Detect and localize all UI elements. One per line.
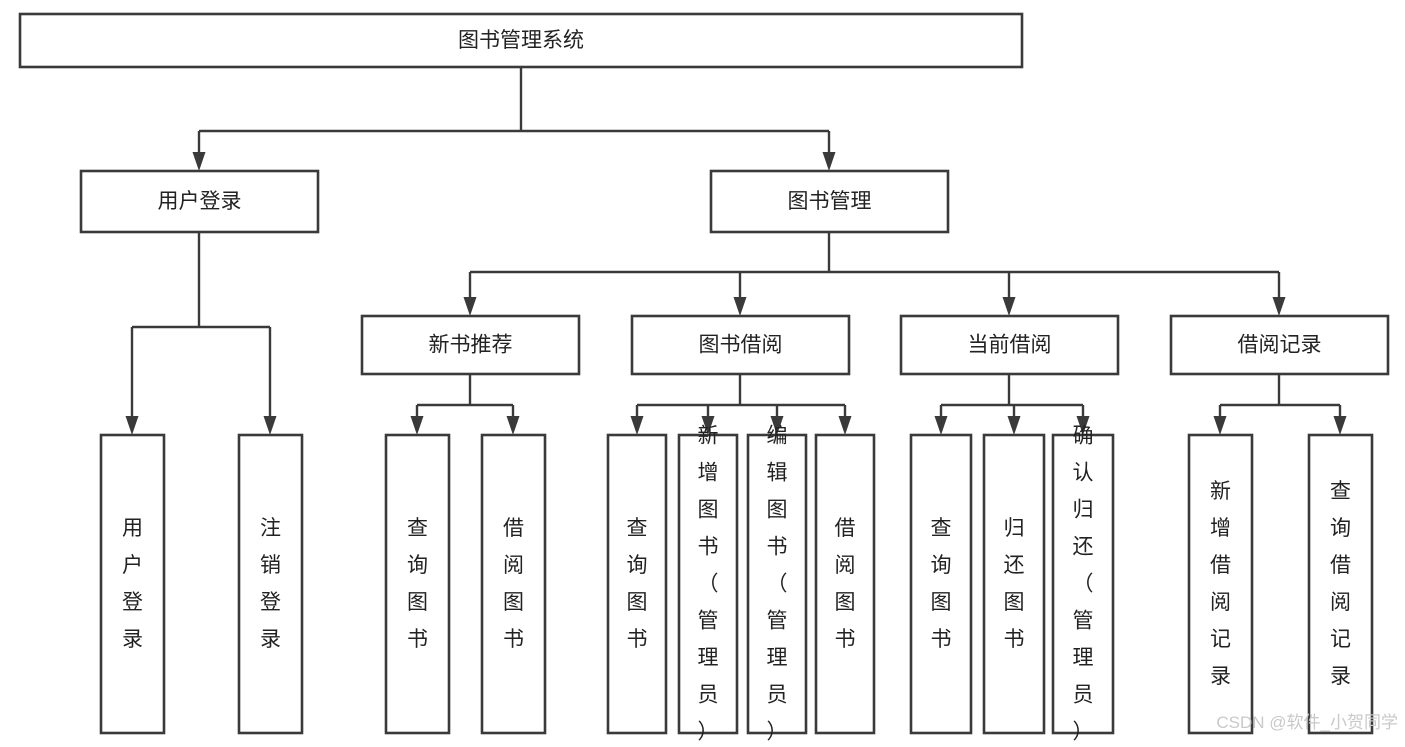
arrow-head-icon: [701, 416, 715, 435]
node-bookmgmt[interactable]: 图书管理: [709, 169, 950, 234]
node-current[interactable]: 当前借阅: [899, 314, 1120, 376]
arrow-head-icon: [410, 416, 424, 435]
node-box[interactable]: [79, 169, 320, 234]
node-newbook[interactable]: 新书推荐: [360, 314, 581, 376]
node-label: 借阅图书: [835, 517, 856, 651]
node-box[interactable]: [606, 433, 668, 735]
node-borrow[interactable]: 图书借阅: [630, 314, 851, 376]
node-box[interactable]: [1187, 433, 1254, 735]
node-label: 注销登录: [260, 517, 281, 651]
node-label: 图书管理: [788, 190, 872, 213]
node-label: 查询图书: [931, 517, 952, 651]
connector-group-trunk-current: [934, 374, 1090, 435]
node-leaf-return-book[interactable]: 归还图书: [982, 433, 1046, 735]
arrow-head-icon: [838, 416, 852, 435]
node-box[interactable]: [480, 433, 547, 735]
node-leaf-query-book-new[interactable]: 查询图书: [384, 433, 451, 735]
arrow-head-icon: [770, 416, 784, 435]
node-leaf-edit-book[interactable]: 编辑图书（管理员）: [746, 425, 808, 744]
node-leaf-query-book-borrow[interactable]: 查询图书: [606, 433, 668, 735]
node-box[interactable]: [384, 433, 451, 735]
node-label: 查询图书: [407, 517, 428, 651]
connector-group-trunk-login: [125, 232, 277, 435]
arrow-head-icon: [1272, 297, 1286, 316]
connector-group-trunk-borrow: [630, 374, 852, 435]
node-label: 当前借阅: [968, 334, 1052, 357]
node-box[interactable]: [909, 433, 973, 735]
node-leaf-user-login[interactable]: 用户登录: [99, 433, 166, 735]
arrow-head-icon: [192, 152, 206, 171]
connector-group-trunk-root: [192, 67, 836, 171]
connector-group-trunk-records: [1213, 374, 1347, 435]
node-label: 用户登录: [122, 517, 143, 651]
connector-group-trunk-newbook: [410, 374, 520, 435]
arrow-head-icon: [1002, 297, 1016, 316]
connector-group-trunk-bookmgmt: [463, 232, 1286, 316]
node-label: 新增图书（管理员）: [698, 425, 719, 744]
node-box[interactable]: [1307, 433, 1374, 735]
node-root[interactable]: 图书管理系统: [18, 12, 1024, 69]
arrow-head-icon: [733, 297, 747, 316]
connectors-layer: [125, 67, 1347, 435]
node-box[interactable]: [677, 433, 739, 735]
node-leaf-add-record[interactable]: 新增借阅记录: [1187, 433, 1254, 735]
csdn-watermark: CSDN @软件_小贺同学: [1216, 713, 1398, 732]
node-box[interactable]: [746, 433, 808, 735]
node-box[interactable]: [814, 433, 876, 735]
node-label: 归还图书: [1004, 517, 1025, 651]
node-label: 新书推荐: [429, 334, 513, 357]
node-label: 查询借阅记录: [1330, 480, 1351, 688]
node-label: 图书借阅: [699, 334, 783, 357]
node-leaf-add-book[interactable]: 新增图书（管理员）: [677, 425, 739, 744]
node-label: 借阅记录: [1238, 334, 1322, 357]
arrow-head-icon: [463, 297, 477, 316]
node-box[interactable]: [982, 433, 1046, 735]
node-box[interactable]: [899, 314, 1120, 376]
node-leaf-user-logout[interactable]: 注销登录: [237, 433, 304, 735]
arrow-head-icon: [1076, 416, 1090, 435]
node-leaf-query-record[interactable]: 查询借阅记录: [1307, 433, 1374, 735]
node-records[interactable]: 借阅记录: [1169, 314, 1390, 376]
node-box[interactable]: [18, 12, 1024, 69]
node-box[interactable]: [1169, 314, 1390, 376]
node-label: 确认归还（管理员）: [1073, 425, 1094, 744]
node-leaf-query-book-current[interactable]: 查询图书: [909, 433, 973, 735]
node-leaf-borrow-book[interactable]: 借阅图书: [814, 433, 876, 735]
node-box[interactable]: [1051, 433, 1115, 735]
node-label: 图书管理系统: [458, 29, 584, 52]
node-label: 新增借阅记录: [1210, 480, 1231, 688]
nodes-layer: 图书管理系统用户登录图书管理新书推荐图书借阅当前借阅借阅记录用户登录注销登录查询…: [18, 12, 1390, 744]
arrow-head-icon: [934, 416, 948, 435]
arrow-head-icon: [506, 416, 520, 435]
node-box[interactable]: [237, 433, 304, 735]
node-label: 编辑图书（管理员）: [767, 425, 788, 744]
node-box[interactable]: [360, 314, 581, 376]
node-box[interactable]: [630, 314, 851, 376]
node-box[interactable]: [99, 433, 166, 735]
arrow-head-icon: [1007, 416, 1021, 435]
arrow-head-icon: [822, 152, 836, 171]
node-box[interactable]: [709, 169, 950, 234]
arrow-head-icon: [263, 416, 277, 435]
arrow-head-icon: [630, 416, 644, 435]
arrow-head-icon: [1213, 416, 1227, 435]
node-label: 查询图书: [627, 517, 648, 651]
node-leaf-borrow-book-new[interactable]: 借阅图书: [480, 433, 547, 735]
node-login[interactable]: 用户登录: [79, 169, 320, 234]
node-label: 借阅图书: [503, 517, 524, 651]
node-leaf-confirm-return[interactable]: 确认归还（管理员）: [1051, 425, 1115, 744]
node-label: 用户登录: [158, 190, 242, 213]
arrow-head-icon: [1333, 416, 1347, 435]
arrow-head-icon: [125, 416, 139, 435]
